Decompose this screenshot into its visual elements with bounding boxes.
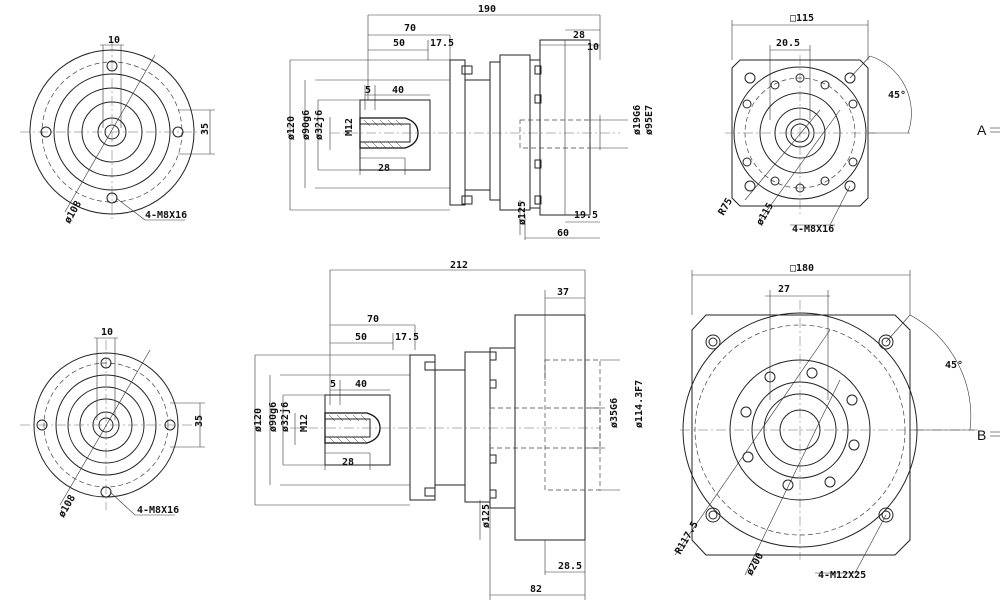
dim-text: 60: [557, 228, 569, 239]
top-flange-view: □115 20.5 45° R75 ø115 4-M8X16: [717, 13, 912, 235]
dim-text: ø90g6: [268, 402, 279, 432]
dim-text: M12: [344, 118, 355, 136]
dim-text: 212: [450, 260, 468, 271]
dim-text: 28: [573, 30, 585, 41]
dim-text: 70: [404, 23, 416, 34]
bottom-side-view: 212 70 50 17.5 5 40 28 ø120 ø90g6 ø32j6 …: [253, 260, 645, 600]
dim-text: 17.5: [430, 38, 454, 49]
dim-text: ø35G6: [609, 398, 620, 428]
dim-text: 50: [393, 38, 405, 49]
dim-text: 45°: [888, 90, 906, 101]
dim-text: □180: [790, 263, 814, 274]
bottom-front-view: 10 35 ø108 4-M8X16: [20, 327, 205, 520]
dim-text: 4-M8X16: [137, 505, 179, 516]
dim-text: 35: [200, 123, 211, 135]
dim-text: 50: [355, 332, 367, 343]
dim-text: 10: [587, 42, 599, 53]
dim-text: ø120: [286, 116, 297, 140]
dim-text: 35: [194, 415, 205, 427]
dim-text: ø108: [63, 199, 85, 225]
dim-text: 28: [378, 163, 390, 174]
top-front-view: 10 35 ø108 4-M8X16: [20, 35, 215, 226]
dim-text: 20.5: [776, 38, 800, 49]
dim-text: ø32j6: [279, 402, 291, 432]
dim-text: 37: [557, 287, 569, 298]
dim-text: R117.5: [673, 520, 701, 557]
dim-text: 45°: [945, 360, 963, 371]
bottom-flange-view: □180 27 45° R117.5 ø200 4-M12X25: [673, 263, 980, 581]
dim-text: ø95E7: [644, 105, 655, 135]
dim-text: ø19G6: [632, 105, 643, 135]
dim-text: 70: [367, 314, 379, 325]
dim-text: 10: [108, 35, 120, 46]
dim-text: R75: [717, 196, 736, 217]
view-label-a: A: [977, 122, 987, 138]
dim-text: ø90g6: [301, 110, 312, 140]
dim-text: ø125: [517, 201, 528, 225]
dim-text: 27: [778, 284, 790, 295]
dim-text: 5: [365, 85, 371, 96]
view-label-b: B: [977, 427, 986, 443]
dim-text: ø125: [481, 504, 492, 528]
dim-text: 40: [355, 379, 367, 390]
dim-text: 4-M12X25: [818, 570, 866, 581]
dim-text: 5: [330, 379, 336, 390]
dim-text: ø120: [253, 408, 264, 432]
dim-text: 4-M8X16: [792, 224, 834, 235]
dim-text: M12: [299, 414, 310, 432]
dim-text: ø115: [755, 201, 777, 227]
dim-text: 190: [478, 4, 496, 15]
dim-text: ø114.3F7: [634, 380, 645, 428]
dim-text: 82: [530, 584, 542, 595]
dim-text: 40: [392, 85, 404, 96]
dim-text: 17.5: [395, 332, 419, 343]
dim-text: 4-M8X16: [145, 210, 187, 221]
top-side-view: 190 70 50 17.5 5 40 28 ø120 ø90g6 ø32j6 …: [286, 4, 655, 240]
dim-text: 28.5: [558, 561, 582, 572]
dim-text: 10: [101, 327, 113, 338]
dim-text: □115: [790, 13, 814, 24]
dim-text: 19.5: [574, 210, 598, 221]
dim-text: ø108: [57, 493, 79, 519]
dim-text: ø32j6: [313, 110, 325, 140]
dim-text: 28: [342, 457, 354, 468]
